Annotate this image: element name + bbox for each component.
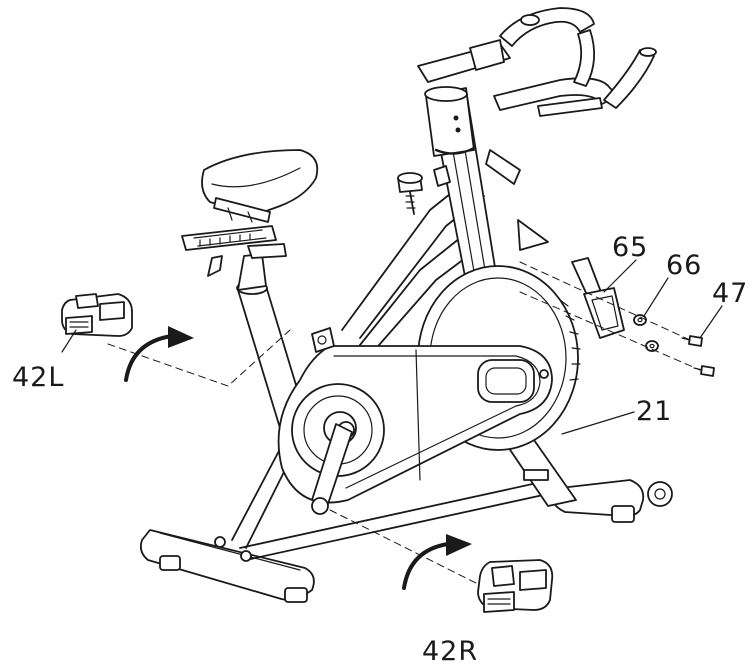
bottle-holder xyxy=(571,257,625,339)
leader-lines xyxy=(61,259,723,435)
seat-slider xyxy=(181,225,287,277)
pedal-left xyxy=(61,293,133,337)
handlebars xyxy=(417,7,657,117)
washers xyxy=(633,314,659,352)
crank xyxy=(291,383,385,515)
seat xyxy=(201,149,319,223)
pedal-right xyxy=(477,559,554,613)
rear-stabilizer xyxy=(551,479,673,523)
handlebar-post xyxy=(424,86,476,157)
label-66: 66 xyxy=(666,250,702,281)
label-21: 21 xyxy=(636,396,672,427)
arrow-right-icon xyxy=(402,542,450,590)
resistance-knob xyxy=(397,165,451,215)
rotation-arrows xyxy=(124,326,472,590)
arrow-right-head-icon xyxy=(446,534,472,556)
arrow-left-icon xyxy=(124,334,174,382)
arrow-left-head-icon xyxy=(168,326,194,348)
bolts xyxy=(681,335,715,377)
label-65: 65 xyxy=(612,232,648,263)
label-47: 47 xyxy=(712,278,748,309)
frame-details xyxy=(214,149,549,562)
front-stabilizer xyxy=(139,529,315,603)
label-42l: 42L xyxy=(12,362,64,393)
assembly-lines xyxy=(107,261,701,591)
label-42r: 42R xyxy=(422,636,478,666)
